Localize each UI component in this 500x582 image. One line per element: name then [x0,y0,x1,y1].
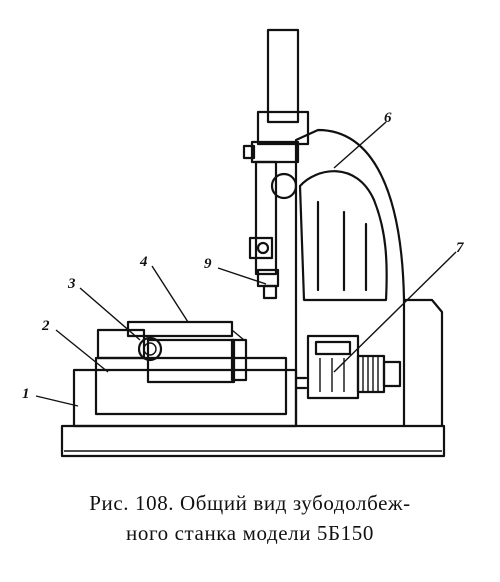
caption-line-2: ного станка модели 5Б150 [126,521,374,545]
callout-9: 9 [204,256,212,272]
column [294,128,444,428]
caption-line-1: Рис. 108. Общий вид зубодолбеж- [89,491,411,515]
callout-2: 2 [41,318,50,334]
callout-6: 6 [384,110,392,126]
machine-drawing: 1 2 3 4 9 6 7 [22,28,464,458]
handwheel [306,334,402,400]
figure-caption: Рис. 108. Общий вид зубодолбеж- ного ста… [0,488,500,548]
callout-1: 1 [22,386,30,402]
callout-leaders [35,121,457,407]
callout-4: 4 [139,254,148,270]
work-table [72,320,308,428]
callout-3: 3 [67,276,76,292]
callout-7: 7 [456,240,464,256]
base-plate [60,424,446,458]
spindle-head [242,28,310,300]
